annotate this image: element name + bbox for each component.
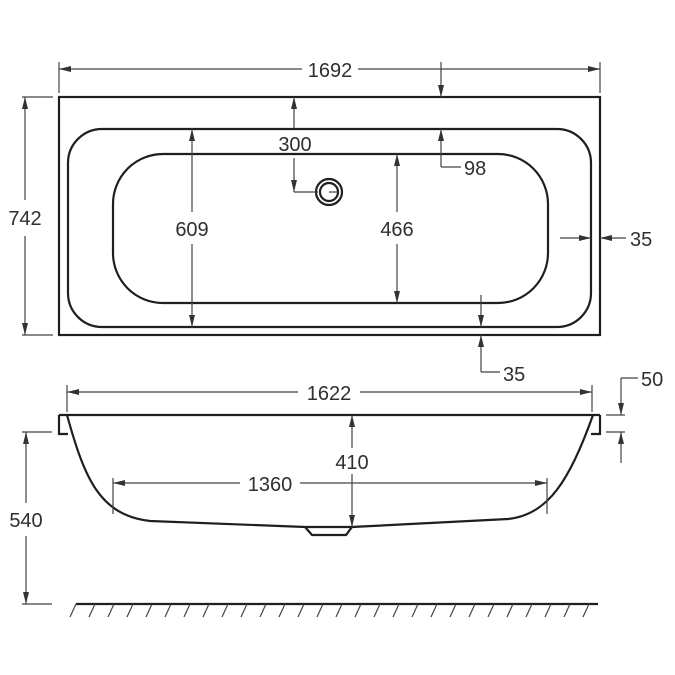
dim-overall-width: 742 [8, 96, 53, 336]
dim-basin-width: 466 [380, 154, 414, 303]
dim-rim-thickness: 50 [606, 369, 663, 463]
plan-view: 1692 742 609 466 300 [8, 60, 652, 386]
side-rim-lip-left [57, 415, 68, 436]
dim-label-overall-length: 1692 [308, 60, 353, 82]
dim-label-bottom-length: 1360 [248, 474, 293, 496]
dim-rim-side: 35 [560, 229, 652, 251]
dim-label-rim-width: 609 [175, 219, 208, 241]
dim-rim-bottom: 35 [478, 295, 525, 386]
dim-label-depth: 410 [335, 452, 368, 474]
dim-top-length: 1622 [66, 383, 593, 412]
dim-rim-width: 609 [175, 129, 209, 327]
dim-label-rim-thickness: 50 [641, 369, 663, 391]
side-rim-lip-right [591, 415, 602, 436]
plan-basin-outline [111, 152, 550, 305]
dim-rim-top: 98 [438, 62, 486, 180]
plan-rim-outline [66, 127, 593, 329]
drain-icon [314, 177, 344, 207]
dim-overall-length: 1692 [58, 60, 601, 93]
floor-hatch [69, 602, 598, 618]
dim-label-rim-side: 35 [630, 229, 652, 251]
dim-label-drain-offset: 300 [278, 134, 311, 156]
dim-label-overall-width: 742 [8, 208, 41, 230]
dim-depth: 410 [334, 415, 372, 527]
dim-bottom-length: 1360 [112, 474, 548, 514]
dim-drain-offset: 300 [276, 97, 318, 193]
side-view: 1622 1360 410 540 [9, 369, 663, 618]
plan-outer-outline [57, 95, 602, 337]
dim-label-basin-width: 466 [380, 219, 413, 241]
dim-label-top-length: 1622 [307, 383, 352, 405]
dim-label-height: 540 [9, 510, 42, 532]
side-tub-body [65, 414, 595, 537]
dim-label-rim-top: 98 [464, 158, 486, 180]
dim-label-rim-bottom: 35 [503, 364, 525, 386]
dim-height: 540 [9, 431, 52, 605]
